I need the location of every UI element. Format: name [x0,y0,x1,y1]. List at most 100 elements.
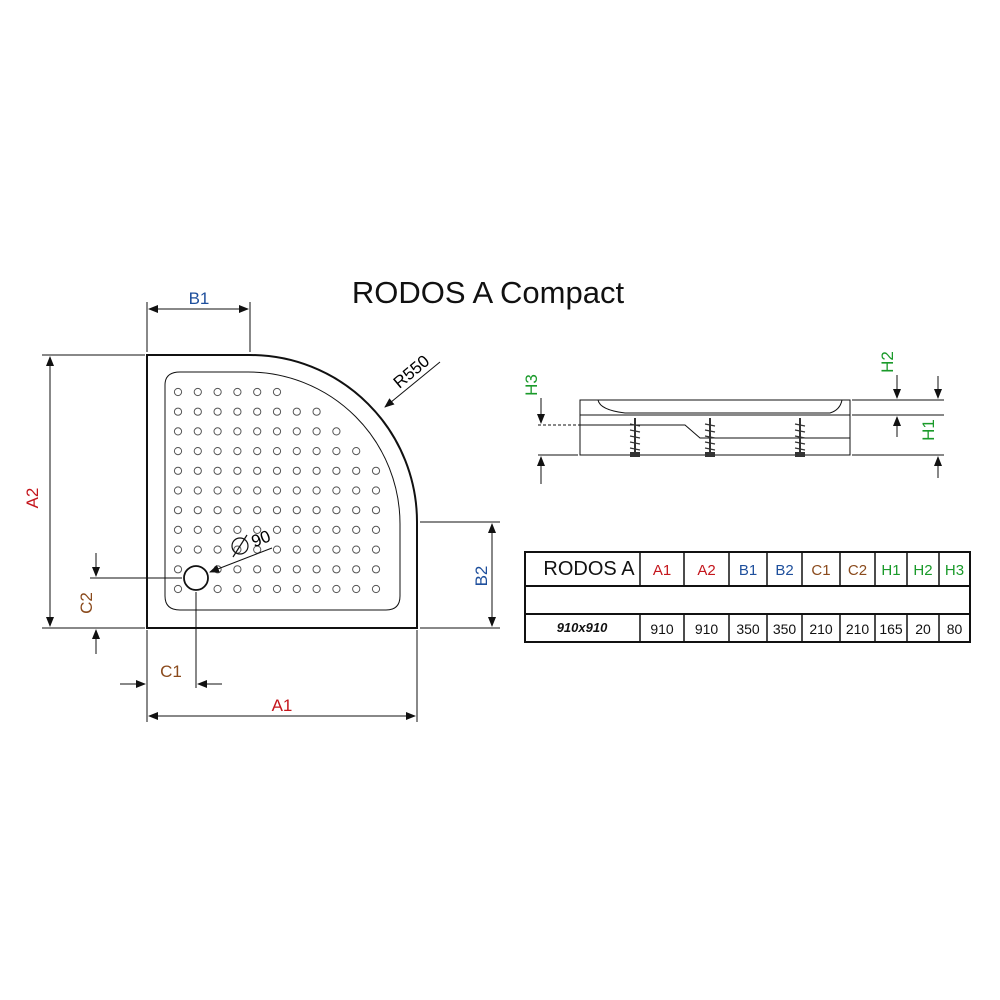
table-cell-a2: 910 [695,621,719,637]
foot-base [630,452,640,457]
anti-slip-dot [332,545,341,554]
table-cell-b1: 350 [736,621,760,637]
a1-label: A1 [272,696,293,715]
foot-thread [794,441,806,445]
anti-slip-dot [253,525,262,535]
h3-label: H3 [522,374,541,396]
anti-slip-dot [352,486,361,495]
anti-slip-dot [312,486,321,495]
anti-slip-dot [272,387,282,397]
anti-slip-dot [352,545,361,554]
anti-slip-dot [253,447,262,456]
anti-slip-dot [312,545,321,554]
anti-slip-dot [332,447,341,456]
anti-slip-dot [292,447,301,456]
anti-slip-dot [233,466,242,475]
adjustable-foot [794,418,806,457]
anti-slip-dot [371,486,381,495]
foot-thread [704,435,716,439]
anti-slip-dot [233,565,242,574]
adjustable-foot [704,418,716,457]
table-header-c1: C1 [811,562,830,579]
drain-diameter-label: 90 [249,527,274,552]
anti-slip-dot [371,525,381,535]
drawing-title: RODOS A Compact [352,275,625,310]
anti-slip-dot [173,387,183,397]
h1-label: H1 [919,419,938,441]
adjustable-foot [629,418,641,457]
foot-thread [629,441,641,445]
anti-slip-dot [332,486,341,495]
foot-thread [794,447,806,451]
side-view: H3 H2 H1 [522,351,944,484]
foot-base [795,452,805,457]
table-model-name: RODOS A [543,558,635,580]
anti-slip-dot [193,427,202,436]
anti-slip-dot [272,427,282,436]
adjustable-feet [629,418,806,457]
c1-label: C1 [160,662,182,681]
anti-slip-dot [193,525,202,535]
anti-slip-dot [272,486,282,495]
anti-slip-dot [193,387,202,397]
table-cell-h2: 20 [915,621,931,637]
table-cell-c2: 210 [846,621,870,637]
anti-slip-dot [332,506,341,515]
table-header-b2: B2 [775,562,793,579]
anti-slip-dots [173,387,381,594]
anti-slip-dot [352,584,361,594]
b1-label: B1 [189,289,210,308]
tray-basin [164,371,401,611]
anti-slip-dot [312,584,321,594]
drain-leader [209,547,273,573]
table-size: 910x910 [557,620,608,635]
anti-slip-dot [272,525,282,535]
anti-slip-dot [233,407,242,416]
tray-side-body [579,399,851,456]
anti-slip-dot [352,447,361,456]
anti-slip-dot [352,565,361,574]
anti-slip-dot [233,525,242,535]
anti-slip-dot [193,466,202,475]
foot-thread [704,429,716,433]
foot-base [705,452,715,457]
anti-slip-dot [233,584,242,594]
anti-slip-dot [371,545,381,554]
foot-thread [629,429,641,433]
table-cell-c1: 210 [809,621,833,637]
anti-slip-dot [352,466,361,475]
anti-slip-dot [312,525,321,535]
anti-slip-dot [233,486,242,495]
c2-label: C2 [77,592,96,614]
anti-slip-dot [213,466,222,475]
anti-slip-dot [292,584,301,594]
anti-slip-dot [371,584,381,594]
anti-slip-dot [233,506,242,515]
anti-slip-dot [292,407,301,416]
anti-slip-dot [272,407,282,416]
dimension-table: RODOS A 910x910 A1910A2910B1350B2350C121… [524,551,971,643]
table-columns: A1910A2910B1350B2350C1210C2210H1165H220H… [650,552,964,642]
anti-slip-dot [312,407,321,416]
b2-label: B2 [472,566,491,587]
anti-slip-dot [332,466,341,475]
table-cell-a1: 910 [650,621,674,637]
table-cell-b2: 350 [773,621,797,637]
table-header-b1: B1 [739,562,757,579]
anti-slip-dot [173,584,183,594]
anti-slip-dot [173,545,183,554]
anti-slip-dot [213,427,222,436]
anti-slip-dot [253,407,262,416]
anti-slip-dot [292,545,301,554]
anti-slip-dot [173,565,183,574]
anti-slip-dot [312,506,321,515]
anti-slip-dot [352,525,361,535]
table-header-h2: H2 [913,562,932,579]
anti-slip-dot [272,506,282,515]
anti-slip-dot [332,427,341,436]
anti-slip-dot [292,565,301,574]
anti-slip-dot [253,584,262,594]
anti-slip-dot [173,506,183,515]
anti-slip-dot [371,565,381,574]
table-cell-h1: 165 [879,621,903,637]
